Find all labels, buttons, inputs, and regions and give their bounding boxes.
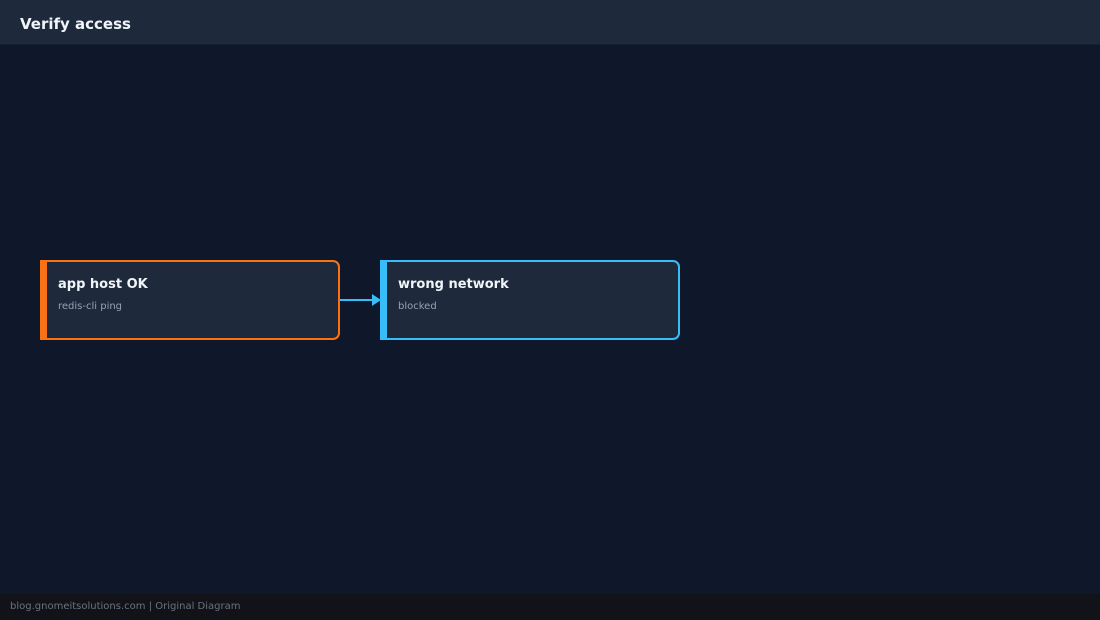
edge-arrowhead (372, 294, 381, 306)
node-title: wrong network (398, 277, 509, 292)
node-app-host[interactable]: app host OK redis-cli ping (40, 260, 340, 340)
edge-layer (340, 294, 381, 306)
node-wrong-network[interactable]: wrong network blocked (380, 260, 680, 340)
node-subtitle: blocked (398, 301, 437, 312)
node-subtitle: redis-cli ping (58, 301, 123, 312)
header-bar: Verify access (0, 0, 1100, 45)
node-title: app host OK (58, 277, 148, 292)
page-title: Verify access (20, 15, 131, 33)
footer-credit: blog.gnomeitsolutions.com | Original Dia… (10, 601, 241, 612)
diagram-canvas: app host OK redis-cli ping wrong network… (0, 45, 1100, 594)
footer-bar: blog.gnomeitsolutions.com | Original Dia… (0, 594, 1100, 620)
